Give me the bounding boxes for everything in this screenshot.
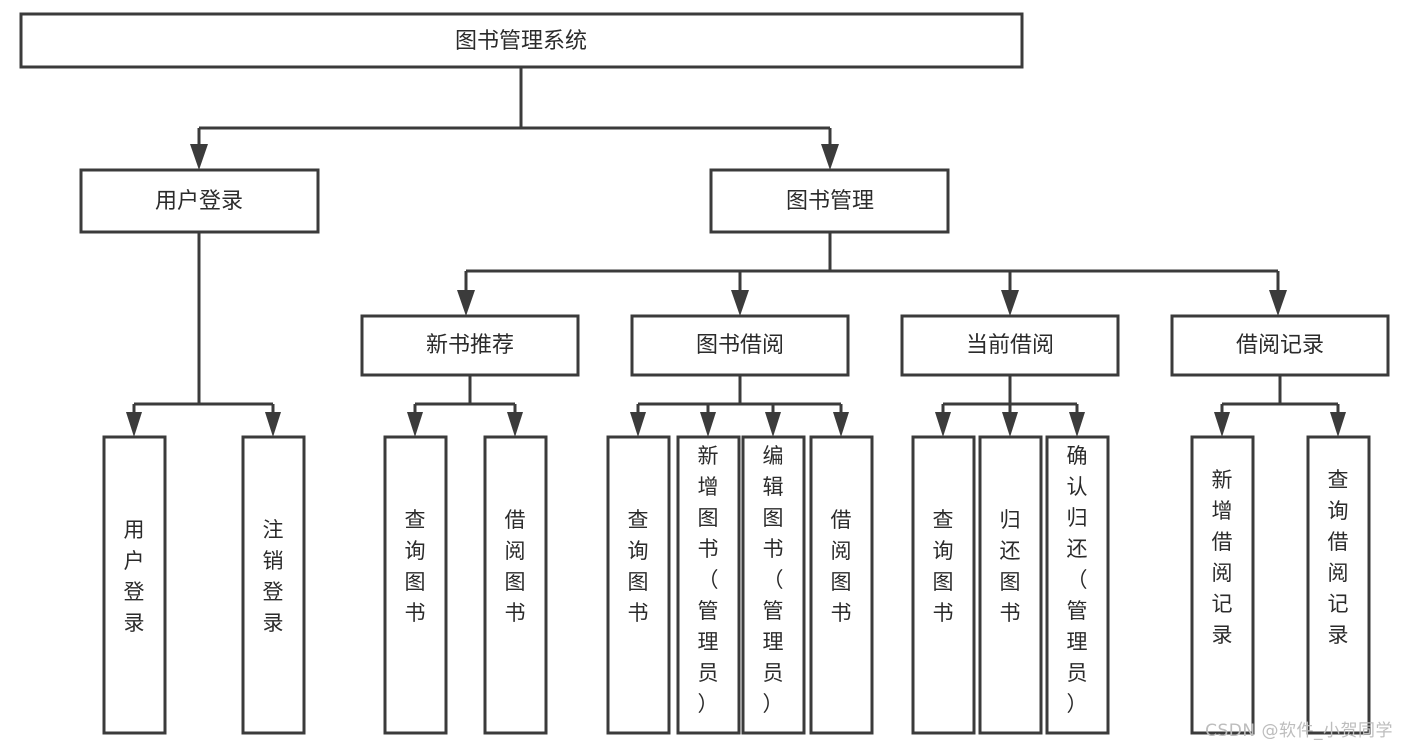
arrow-head-leaf-return-book bbox=[1002, 412, 1018, 437]
leaf-query-book-1-label: 查询图书 bbox=[405, 508, 426, 625]
arrow-head-book-borrow bbox=[731, 290, 749, 316]
node-borrow-record[interactable]: 借阅记录 bbox=[1170, 314, 1390, 377]
connector-group-root-to-level2 bbox=[190, 67, 839, 170]
connector-group-book-management-to-level3 bbox=[457, 232, 1287, 316]
arrow-head-leaf-user-logout bbox=[265, 412, 281, 437]
node-user-login[interactable]: 用户登录 bbox=[79, 168, 320, 234]
node-book-borrow[interactable]: 图书借阅 bbox=[630, 314, 850, 377]
arrow-head-leaf-add-book bbox=[700, 412, 716, 437]
arrow-head-user-login bbox=[190, 144, 208, 170]
leaf-node-query-book-3[interactable]: 查询图书 bbox=[911, 435, 976, 735]
leaf-node-add-record[interactable]: 新增借阅记录 bbox=[1190, 435, 1255, 735]
node-root-rect[interactable] bbox=[19, 12, 1024, 69]
arrow-head-current-borrow bbox=[1001, 290, 1019, 316]
arrow-head-leaf-borrow-book-1 bbox=[507, 412, 523, 437]
leaf-query-book-1-rect[interactable] bbox=[383, 435, 448, 735]
arrow-head-leaf-borrow-book-2 bbox=[833, 412, 849, 437]
leaf-confirm-return-rect[interactable] bbox=[1045, 435, 1110, 735]
leaf-node-user-login[interactable]: 用户登录 bbox=[102, 435, 167, 735]
leaf-node-query-record[interactable]: 查询借阅记录 bbox=[1306, 435, 1371, 735]
leaf-add-book-rect[interactable] bbox=[676, 435, 741, 735]
leaf-return-book-label: 归还图书 bbox=[1000, 508, 1021, 625]
csdn-watermark: CSDN @软件_小贺同学 bbox=[1205, 721, 1393, 741]
arrow-head-leaf-add-record bbox=[1214, 412, 1230, 437]
leaf-user-login-label: 用户登录 bbox=[124, 518, 145, 635]
node-user-login-label: 用户登录 bbox=[155, 189, 243, 214]
node-current-borrow-label: 当前借阅 bbox=[966, 333, 1054, 358]
leaf-user-logout-rect[interactable] bbox=[241, 435, 306, 735]
arrow-head-borrow-record bbox=[1269, 290, 1287, 316]
node-root[interactable]: 图书管理系统 bbox=[19, 12, 1024, 69]
arrow-head-leaf-user-login bbox=[126, 412, 142, 437]
arrow-head-leaf-query-book-3 bbox=[935, 412, 951, 437]
arrow-head-leaf-query-record bbox=[1330, 412, 1346, 437]
leaf-borrow-book-1-rect[interactable] bbox=[483, 435, 548, 735]
leaf-borrow-book-2-label: 借阅图书 bbox=[831, 508, 852, 625]
node-book-borrow-label: 图书借阅 bbox=[696, 333, 784, 358]
leaf-add-record-rect[interactable] bbox=[1190, 435, 1255, 735]
node-borrow-record-rect[interactable] bbox=[1170, 314, 1390, 377]
leaf-user-login-rect[interactable] bbox=[102, 435, 167, 735]
leaf-add-book-label: 新增图书（管理员） bbox=[698, 444, 719, 716]
leaf-node-edit-book[interactable]: 编辑图书（管理员） bbox=[741, 435, 806, 735]
leaf-add-record-label: 新增借阅记录 bbox=[1212, 468, 1233, 647]
leaf-query-book-3-label: 查询图书 bbox=[933, 508, 954, 625]
leaf-borrow-book-2-rect[interactable] bbox=[809, 435, 874, 735]
connector-group-current-borrow-to-leaves bbox=[935, 375, 1085, 437]
leaf-node-add-book[interactable]: 新增图书（管理员） bbox=[676, 435, 741, 735]
leaf-confirm-return-label: 确认归还（管理员） bbox=[1067, 444, 1088, 716]
connector-group-book-borrow-to-leaves bbox=[630, 375, 849, 437]
node-borrow-record-label: 借阅记录 bbox=[1236, 333, 1324, 358]
connector-group-borrow-record-to-leaves bbox=[1214, 375, 1346, 437]
leaf-node-borrow-book-2[interactable]: 借阅图书 bbox=[809, 435, 874, 735]
leaf-query-book-3-rect[interactable] bbox=[911, 435, 976, 735]
leaf-node-borrow-book-1[interactable]: 借阅图书 bbox=[483, 435, 548, 735]
leaf-node-user-logout[interactable]: 注销登录 bbox=[241, 435, 306, 735]
node-new-book-recommend-rect[interactable] bbox=[360, 314, 580, 377]
connector-group-new-book-recommend-to-leaves bbox=[407, 375, 523, 437]
node-new-book-recommend-label: 新书推荐 bbox=[426, 333, 514, 358]
leaf-query-book-2-rect[interactable] bbox=[606, 435, 671, 735]
node-new-book-recommend[interactable]: 新书推荐 bbox=[360, 314, 580, 377]
leaf-borrow-book-1-label: 借阅图书 bbox=[505, 508, 526, 625]
arrow-head-new-book-recommend bbox=[457, 290, 475, 316]
arrow-head-book-management bbox=[821, 144, 839, 170]
leaf-node-query-book-1[interactable]: 查询图书 bbox=[383, 435, 448, 735]
node-root-label: 图书管理系统 bbox=[455, 29, 587, 54]
arrow-head-leaf-confirm-return bbox=[1069, 412, 1085, 437]
leaf-edit-book-label: 编辑图书（管理员） bbox=[763, 444, 784, 716]
leaf-query-record-rect[interactable] bbox=[1306, 435, 1371, 735]
node-user-login-rect[interactable] bbox=[79, 168, 320, 234]
arrow-head-leaf-edit-book bbox=[765, 412, 781, 437]
node-current-borrow[interactable]: 当前借阅 bbox=[900, 314, 1120, 377]
node-book-management[interactable]: 图书管理 bbox=[709, 168, 950, 234]
node-book-borrow-rect[interactable] bbox=[630, 314, 850, 377]
connector-group-user-login-to-leaves bbox=[126, 232, 281, 437]
node-book-management-label: 图书管理 bbox=[786, 189, 874, 214]
leaf-edit-book-rect[interactable] bbox=[741, 435, 806, 735]
leaf-node-return-book[interactable]: 归还图书 bbox=[978, 435, 1043, 735]
leaf-query-book-2-label: 查询图书 bbox=[628, 508, 649, 625]
node-book-management-rect[interactable] bbox=[709, 168, 950, 234]
leaf-node-query-book-2[interactable]: 查询图书 bbox=[606, 435, 671, 735]
leaf-user-logout-label: 注销登录 bbox=[263, 518, 284, 635]
leaf-node-confirm-return[interactable]: 确认归还（管理员） bbox=[1045, 435, 1110, 735]
leaf-return-book-rect[interactable] bbox=[978, 435, 1043, 735]
node-current-borrow-rect[interactable] bbox=[900, 314, 1120, 377]
leaf-query-record-label: 查询借阅记录 bbox=[1328, 468, 1349, 647]
arrow-head-leaf-query-book-2 bbox=[630, 412, 646, 437]
arrow-head-leaf-query-book-1 bbox=[407, 412, 423, 437]
